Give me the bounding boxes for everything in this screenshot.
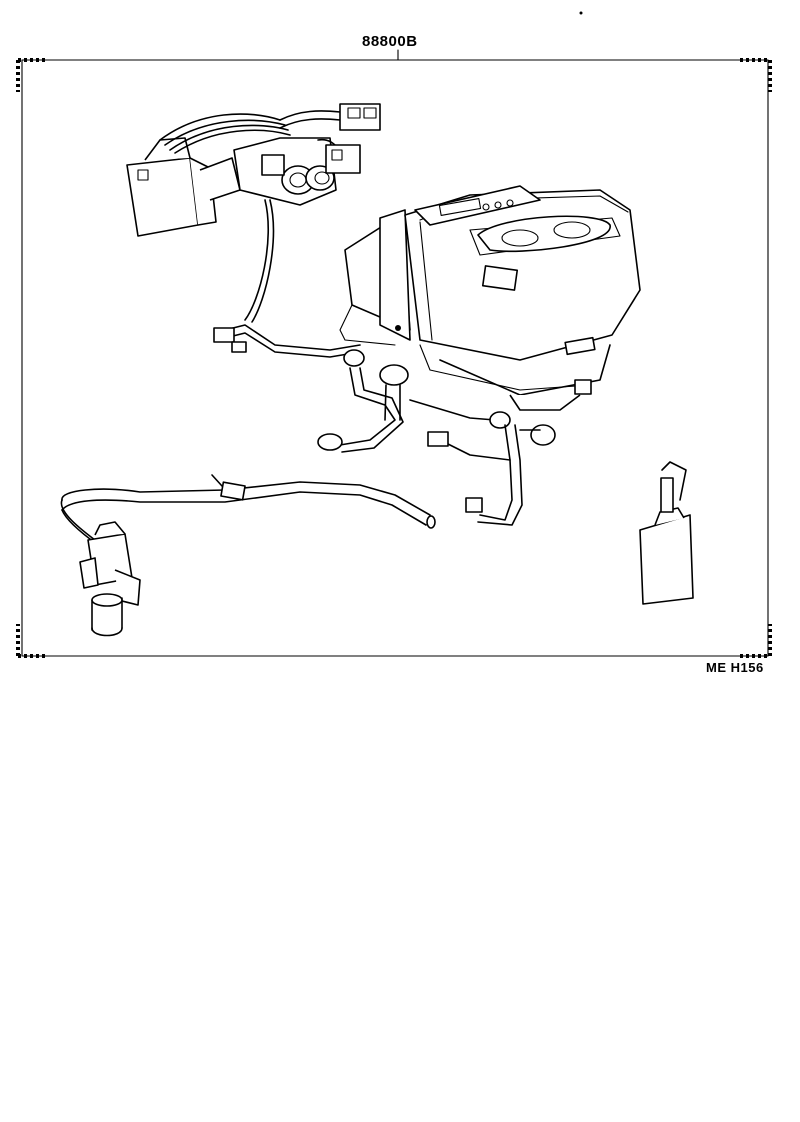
kit-frame <box>16 58 772 658</box>
part-number-label: 88800B <box>362 33 418 50</box>
fluid-bottle <box>639 461 694 605</box>
valve-assembly <box>233 103 381 206</box>
heater-unit <box>339 185 641 411</box>
wire-harness <box>213 199 361 358</box>
control-module <box>126 113 291 237</box>
pipe-set <box>317 349 556 526</box>
fuel-pump <box>79 521 141 637</box>
illustration-code-label: ME H156 <box>706 660 764 675</box>
